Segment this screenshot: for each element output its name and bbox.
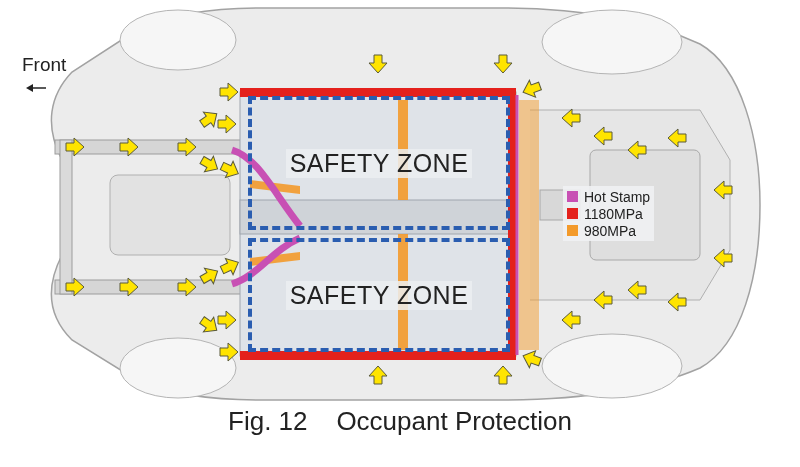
direction-label: Front bbox=[22, 54, 66, 76]
980mpa-parts bbox=[519, 100, 539, 350]
legend-swatch bbox=[567, 191, 578, 202]
safety-zone: SAFETY ZONE bbox=[248, 238, 510, 352]
load-arrows bbox=[198, 152, 223, 177]
legend-text: 1180MPa bbox=[584, 206, 643, 222]
load-arrows bbox=[220, 83, 238, 101]
load-arrows bbox=[714, 249, 732, 267]
car-body bbox=[51, 8, 760, 400]
load-arrows bbox=[178, 138, 196, 156]
legend-swatch bbox=[567, 208, 578, 219]
floor-panel bbox=[240, 92, 516, 356]
load-arrows bbox=[628, 141, 646, 159]
legend-row: Hot Stamp bbox=[567, 188, 650, 205]
load-arrows bbox=[520, 78, 543, 101]
load-arrows bbox=[197, 106, 222, 131]
1180mpa-parts bbox=[240, 88, 516, 360]
car-body bbox=[120, 10, 236, 70]
legend-swatch bbox=[567, 225, 578, 236]
load-arrows bbox=[66, 278, 84, 296]
load-arrows bbox=[494, 366, 512, 384]
load-arrows bbox=[594, 291, 612, 309]
car-body bbox=[60, 140, 72, 294]
980mpa-parts bbox=[250, 100, 539, 350]
load-arrows bbox=[120, 278, 138, 296]
load-arrows bbox=[66, 138, 84, 156]
front-direction-arrow bbox=[31, 87, 46, 89]
load-arrows bbox=[197, 313, 222, 338]
zone-label: SAFETY ZONE bbox=[286, 149, 473, 178]
figure-caption: Fig. 12 Occupant Protection bbox=[0, 406, 800, 437]
floor-panel bbox=[240, 92, 516, 356]
hot-stamp-parts bbox=[232, 238, 300, 284]
car-body bbox=[120, 338, 236, 398]
load-arrows bbox=[520, 347, 543, 370]
legend: Hot Stamp1180MPa980MPa bbox=[563, 186, 654, 241]
legend-text: Hot Stamp bbox=[584, 189, 650, 205]
load-arrows bbox=[218, 254, 242, 278]
load-arrows bbox=[120, 138, 138, 156]
load-arrows bbox=[668, 293, 686, 311]
zone-label: SAFETY ZONE bbox=[286, 281, 473, 310]
load-arrows bbox=[198, 263, 223, 288]
front-direction-arrow bbox=[26, 84, 33, 92]
load-arrows bbox=[369, 366, 387, 384]
hot-stamp-parts bbox=[516, 95, 519, 355]
legend-row: 980MPa bbox=[567, 222, 650, 239]
load-arrows bbox=[369, 55, 387, 73]
load-arrows bbox=[66, 55, 732, 384]
1180mpa-parts bbox=[240, 351, 516, 360]
load-arrows bbox=[668, 129, 686, 147]
car-body bbox=[530, 110, 730, 300]
load-arrows bbox=[218, 158, 242, 182]
load-arrows bbox=[178, 278, 196, 296]
load-arrows bbox=[714, 181, 732, 199]
hot-stamp-parts bbox=[232, 95, 517, 355]
front-direction-arrow bbox=[26, 84, 46, 92]
load-arrows bbox=[628, 281, 646, 299]
car-body bbox=[51, 8, 760, 400]
load-arrows bbox=[218, 311, 236, 329]
load-arrows bbox=[494, 55, 512, 73]
load-arrows bbox=[594, 127, 612, 145]
load-arrows bbox=[562, 109, 580, 127]
load-arrows bbox=[218, 115, 236, 133]
load-arrows bbox=[562, 311, 580, 329]
car-body bbox=[542, 334, 682, 398]
legend-row: 1180MPa bbox=[567, 205, 650, 222]
load-arrows bbox=[220, 343, 238, 361]
car-body bbox=[542, 10, 682, 74]
legend-text: 980MPa bbox=[584, 223, 636, 239]
car-body bbox=[110, 175, 230, 255]
safety-zone: SAFETY ZONE bbox=[248, 96, 510, 230]
